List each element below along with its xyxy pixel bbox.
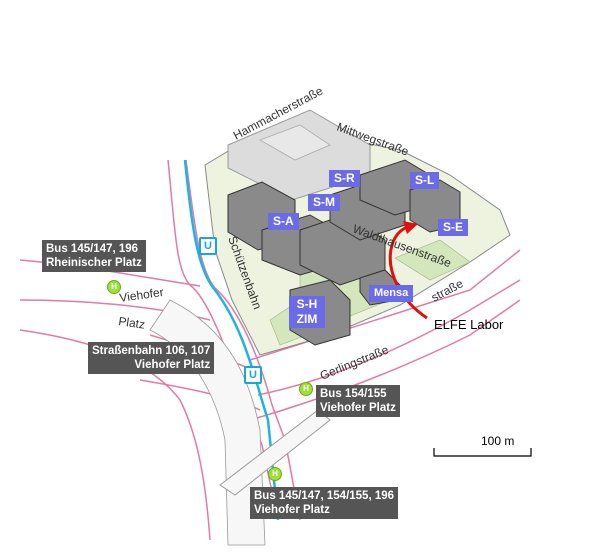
stop-label-tram-viehofer: Straßenbahn 106, 107 Viehofer Platz xyxy=(88,342,215,374)
elfe-labor-label: ELFE Labor xyxy=(434,317,504,332)
scale-label: 100 m xyxy=(481,434,515,448)
building-label-sl[interactable]: S-L xyxy=(410,172,440,189)
stop-place: Rheinischer Platz xyxy=(46,257,142,269)
stop-label-bus-154: Bus 154/155 Viehofer Platz xyxy=(316,385,400,417)
building-label-sh-zim[interactable]: S-H ZIM xyxy=(289,296,325,328)
stop-line: Straßenbahn 106, 107 xyxy=(92,345,211,357)
elfe-arrowhead xyxy=(403,221,418,234)
footpath xyxy=(219,409,331,496)
building-label-sa[interactable]: S-A xyxy=(268,213,299,230)
tram-line xyxy=(183,159,280,521)
ubahn-sign-north[interactable]: U xyxy=(199,237,217,255)
ubahn-sign-south[interactable]: U xyxy=(244,366,262,384)
stop-line: Bus 145/147, 196 xyxy=(46,243,139,255)
building-label-sr[interactable]: S-R xyxy=(329,170,360,187)
stop-place: Viehofer Platz xyxy=(134,359,211,371)
bus-stop-all-icon[interactable]: H xyxy=(268,467,282,481)
building-label-sh: S-H xyxy=(296,297,318,311)
stop-place: Viehofer Platz xyxy=(254,504,330,516)
street-platz: Platz xyxy=(118,314,146,332)
building-label-zim: ZIM xyxy=(296,312,318,326)
building-label-se[interactable]: S-E xyxy=(438,219,469,236)
building-label-mensa[interactable]: Mensa xyxy=(369,285,414,302)
stop-line: Bus 145/147, 154/155, 196 xyxy=(254,490,395,502)
street-gerling: Gerlingstraße xyxy=(318,342,391,382)
bus-stop-154-icon[interactable]: H xyxy=(299,382,313,396)
grass-area-3 xyxy=(394,239,471,281)
scale-bar xyxy=(433,448,532,457)
building-blocks xyxy=(227,159,461,346)
street-viehofer: Viehofer xyxy=(118,285,164,305)
planned-building-courtyard xyxy=(259,124,331,161)
stop-place: Viehofer Platz xyxy=(320,402,396,414)
stop-line: Bus 154/155 xyxy=(320,388,387,400)
building-label-sm[interactable]: S-M xyxy=(308,194,340,211)
stop-label-bus-rheinischer: Bus 145/147, 196 Rheinischer Platz xyxy=(42,240,146,272)
bus-stop-rheinischer-icon[interactable]: H xyxy=(107,280,121,294)
stop-label-bus-all: Bus 145/147, 154/155, 196 Viehofer Platz xyxy=(250,487,399,519)
